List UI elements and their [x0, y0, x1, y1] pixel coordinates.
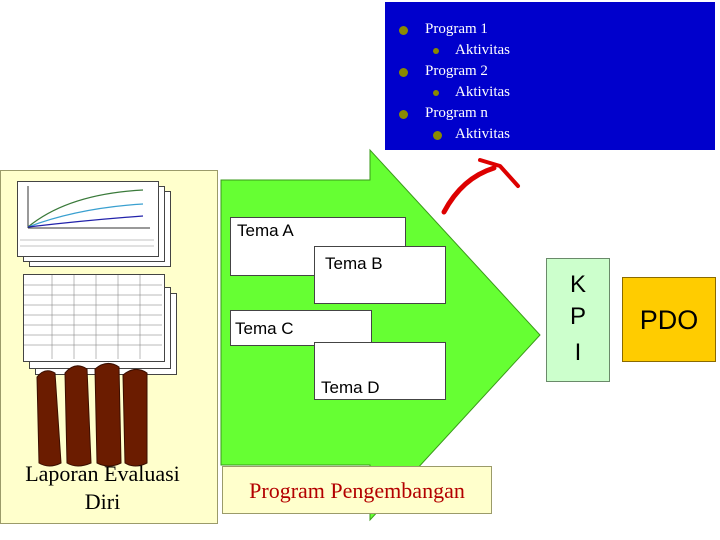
program-activity-box: Program 1 Aktivitas Program 2 Aktivitas …: [385, 2, 715, 150]
tema-c-label: Tema C: [235, 319, 294, 338]
report-caption-line: Diri: [84, 489, 121, 514]
tema-b-label: Tema B: [325, 254, 383, 273]
report-sheet: [23, 274, 165, 362]
data-table-thumbnail-icon: [24, 275, 162, 359]
pdo-box: PDO: [622, 277, 716, 362]
curved-arrow-icon: [441, 158, 520, 215]
kpi-letter: I: [574, 339, 582, 366]
tema-b-box: Tema B: [314, 246, 446, 304]
kpi-letter: K: [569, 271, 586, 298]
report-caption-line: Laporan Evaluasi: [25, 461, 180, 486]
line-chart-thumbnail-icon: [20, 186, 154, 247]
tema-d-label: Tema D: [321, 378, 380, 397]
bullet-icon: [399, 26, 408, 35]
report-sheet: [17, 181, 159, 257]
binder-books-icon: [36, 363, 148, 467]
bullet-icon: [433, 131, 442, 140]
tema-d-box: Tema D: [314, 342, 446, 400]
self-evaluation-report-panel: [0, 170, 218, 524]
activity-label: Aktivitas: [455, 84, 510, 100]
report-caption: Laporan Evaluasi Diri: [0, 460, 205, 516]
bullet-icon: [399, 110, 408, 119]
activity-label: Aktivitas: [455, 42, 510, 58]
tema-a-label: Tema A: [237, 221, 294, 240]
bullet-icon: [433, 48, 439, 54]
bullet-icon: [433, 90, 439, 96]
kpi-letter: P: [569, 303, 586, 330]
activity-label: Aktivitas: [455, 126, 510, 142]
program-pengembangan-label: Program Pengembangan: [222, 466, 492, 514]
program-label: Program n: [425, 105, 488, 121]
program-label: Program 1: [425, 21, 488, 37]
program-label: Program 2: [425, 63, 488, 79]
bullet-icon: [399, 68, 408, 77]
tema-c-box: Tema C: [230, 310, 372, 346]
kpi-box: K P I: [546, 258, 610, 382]
